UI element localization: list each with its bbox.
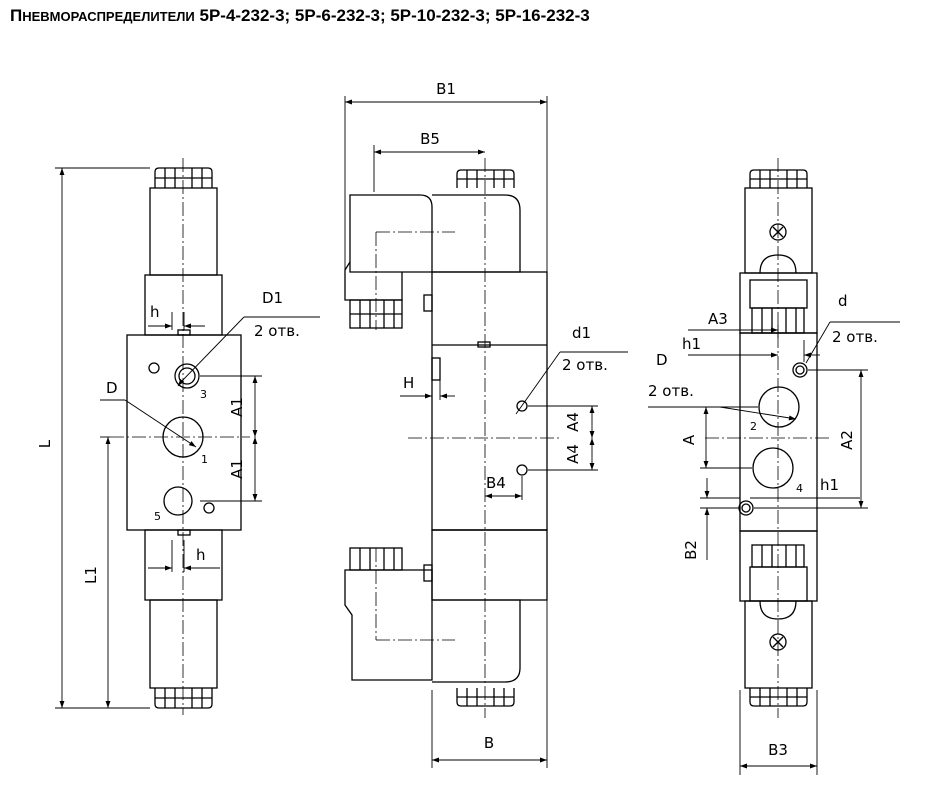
dim-label-two-holes-1: 2 отв. bbox=[254, 322, 300, 340]
port-label-2: 2 bbox=[750, 420, 757, 433]
rear-view bbox=[738, 169, 818, 707]
dim-label-d: d bbox=[838, 292, 848, 310]
port-label-1: 1 bbox=[201, 453, 208, 466]
port-label-5: 5 bbox=[154, 510, 161, 523]
port-label-4: 4 bbox=[796, 482, 803, 495]
title-caps: НЕВМОРАСПРЕДЕЛИТЕЛИ bbox=[22, 9, 195, 24]
dim-label-D-left: D bbox=[106, 379, 118, 397]
dim-label-two-holes-4: 2 отв. bbox=[648, 382, 694, 400]
dim-label-A4-top: A4 bbox=[564, 412, 582, 432]
dim-label-B5: B5 bbox=[420, 130, 440, 148]
side-view bbox=[344, 169, 548, 707]
dim-label-B3: B3 bbox=[768, 741, 788, 759]
dim-label-d1: d1 bbox=[572, 324, 591, 342]
dim-label-B: B bbox=[484, 734, 494, 752]
title-models: 5P-4-232-3; 5P-6-232-3; 5P-10-232-3; 5P-… bbox=[199, 6, 590, 25]
dim-label-H: H bbox=[403, 374, 414, 392]
dim-label-A3: A3 bbox=[708, 310, 728, 328]
dim-label-h1-top: h1 bbox=[682, 335, 701, 353]
dim-label-D-right: D bbox=[656, 351, 668, 369]
dim-label-D1: D1 bbox=[262, 289, 283, 307]
title-first-letter: П bbox=[10, 6, 23, 25]
dim-label-A: A bbox=[680, 434, 698, 445]
dim-label-B2: B2 bbox=[682, 540, 700, 560]
dim-label-B4: B4 bbox=[486, 474, 506, 492]
dim-label-A1-bottom: A1 bbox=[228, 459, 246, 479]
page-title: ПНЕВМОРАСПРЕДЕЛИТЕЛИ 5P-4-232-3; 5P-6-23… bbox=[10, 6, 590, 26]
dim-label-h1-bottom: h1 bbox=[820, 476, 839, 494]
dim-label-B1: B1 bbox=[436, 80, 456, 98]
dim-label-A2: A2 bbox=[838, 430, 856, 450]
dim-label-A4-bottom: A4 bbox=[564, 444, 582, 464]
dim-label-L1: L1 bbox=[82, 566, 100, 584]
front-view bbox=[126, 167, 242, 709]
dim-label-A1-top: A1 bbox=[228, 397, 246, 417]
dim-label-L: L bbox=[36, 439, 54, 448]
dim-label-h-top: h bbox=[150, 303, 160, 321]
port-label-3: 3 bbox=[200, 388, 207, 401]
dim-label-h-bottom: h bbox=[196, 546, 206, 564]
dim-label-two-holes-2: 2 отв. bbox=[562, 356, 608, 374]
dim-label-two-holes-3: 2 отв. bbox=[832, 328, 878, 346]
